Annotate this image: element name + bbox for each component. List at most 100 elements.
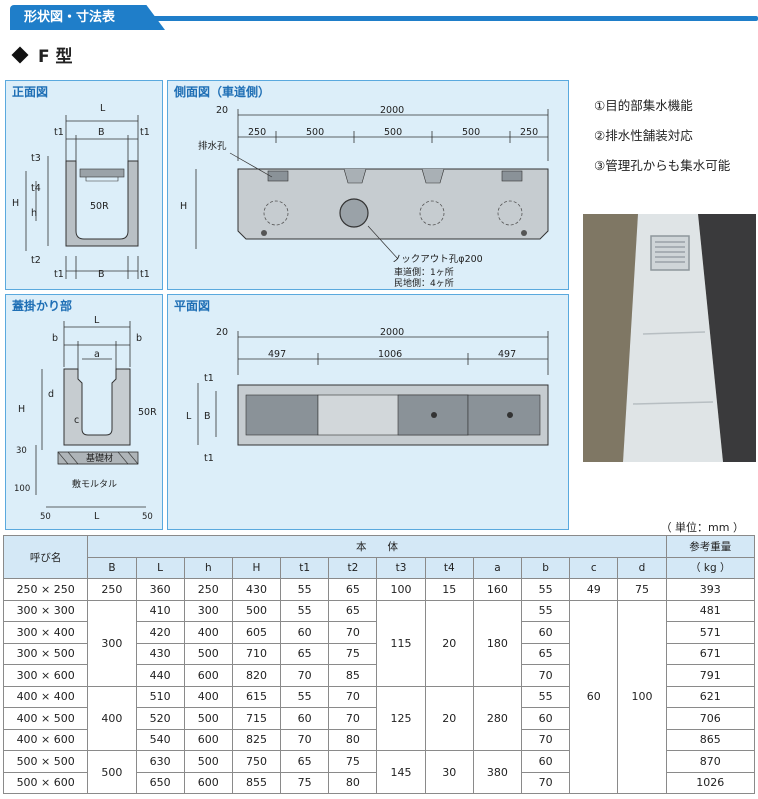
dim-h: h bbox=[31, 208, 37, 219]
plan-dim-t1-bottom: t1 bbox=[204, 453, 214, 464]
cover-dim-L-bottom: L bbox=[94, 511, 100, 522]
header-rule bbox=[10, 16, 758, 21]
front-view-drawing: L t1 B t1 t3 t4 H h 50R t2 t1 B t1 bbox=[12, 103, 150, 280]
cover-dim-50-right: 50 bbox=[142, 512, 153, 522]
section-header: 形状図・寸法表 bbox=[0, 5, 758, 30]
th-name: 呼び名 bbox=[2, 535, 89, 579]
cover-section bbox=[57, 368, 139, 465]
plan-view-panel: 20 2000 497 1006 497 t1 L B t1 平面図 bbox=[167, 294, 569, 530]
unit-note: （ 単位：mm ） bbox=[660, 521, 744, 534]
front-view-title: 正面図 bbox=[12, 85, 49, 99]
cover-view-panel: L b b a d H c 50R 30 基礎材 100 敷モルタル 50 L … bbox=[5, 294, 163, 530]
side-view-title: 側面図（車道側） bbox=[174, 85, 271, 99]
side-dim-H: H bbox=[180, 201, 187, 212]
side-body bbox=[229, 152, 549, 260]
spec-table: 呼び名 本 体 参考重量 B L h H t1 t2 t3 t4 a b c d… bbox=[2, 535, 756, 794]
type-title: F 型 bbox=[38, 47, 73, 67]
plan-dim-20: 20 bbox=[216, 327, 228, 338]
cover-dim-d: d bbox=[48, 389, 54, 400]
table-row: 400 × 400 400 510 400 615 55 70 125 20 2… bbox=[2, 685, 756, 751]
dim-B: B bbox=[98, 127, 105, 138]
cover-dim-H: H bbox=[18, 404, 25, 415]
table-row: 400 × 500 520 500 715 60 70 60 706 bbox=[2, 707, 756, 730]
plan-view-title: 平面図 bbox=[174, 299, 211, 313]
th-body: 本 体 bbox=[87, 535, 667, 558]
side-dim-250-right: 250 bbox=[520, 127, 538, 138]
plan-dim-t1-top: t1 bbox=[204, 373, 214, 384]
th-L: L bbox=[135, 556, 185, 579]
side-dim-500-b: 500 bbox=[384, 127, 402, 138]
cover-dim-a: a bbox=[94, 349, 100, 360]
feature-1: ①目的部集水機能 bbox=[594, 98, 693, 113]
plan-dim-B: B bbox=[204, 411, 211, 422]
knockout-private-side: 民地側：4ヶ所 bbox=[394, 277, 454, 289]
plan-view-drawing: 20 2000 497 1006 497 t1 L B t1 bbox=[186, 327, 549, 464]
dim-t4: t4 bbox=[31, 183, 41, 194]
cover-dim-100: 100 bbox=[14, 484, 30, 494]
base-material-label: 基礎材 bbox=[86, 452, 113, 464]
th-t1: t1 bbox=[280, 556, 330, 579]
type-heading: F 型 bbox=[11, 42, 73, 67]
dim-t3: t3 bbox=[31, 153, 41, 164]
table-row: 250 × 250 250 360 250 430 55 65 100 15 1… bbox=[2, 578, 756, 601]
cover-dim-b-left: b bbox=[52, 333, 58, 344]
table-row: 300 × 400 420 400 605 60 70 60 571 bbox=[2, 621, 756, 644]
side-view-panel: 20 2000 250 500 500 500 250 排水孔 H ノックアウト… bbox=[167, 80, 569, 290]
side-dim-500-a: 500 bbox=[306, 127, 324, 138]
dim-t1-left: t1 bbox=[54, 127, 64, 138]
th-t2: t2 bbox=[328, 556, 378, 579]
th-H: H bbox=[231, 556, 282, 579]
dim-H: H bbox=[12, 198, 19, 209]
dim-L: L bbox=[100, 103, 106, 114]
diamond-icon bbox=[11, 46, 29, 64]
cover-dim-c: c bbox=[74, 415, 79, 426]
dim-t2: t2 bbox=[31, 255, 41, 266]
feature-2: ②排水性舗装対応 bbox=[594, 128, 693, 143]
plan-dim-2000: 2000 bbox=[380, 327, 404, 338]
knockout-label: ノックアウト孔φ200 bbox=[392, 254, 483, 265]
table-row: 300 × 300 300 410 300 500 55 65 115 20 1… bbox=[2, 599, 756, 794]
th-a: a bbox=[472, 556, 523, 579]
installation-photo bbox=[583, 214, 756, 462]
th-b: b bbox=[521, 556, 571, 579]
mortar-label: 敷モルタル bbox=[72, 478, 117, 490]
th-kg: （ kg ） bbox=[665, 556, 756, 579]
side-dim-20: 20 bbox=[216, 105, 228, 116]
cover-dim-b-right: b bbox=[136, 333, 142, 344]
side-dim-2000: 2000 bbox=[380, 105, 404, 116]
dim-t1-right: t1 bbox=[140, 127, 150, 138]
dim-t1-bottom-right: t1 bbox=[140, 269, 150, 280]
th-d: d bbox=[617, 556, 667, 579]
front-view-panel: L t1 B t1 t3 t4 H h 50R t2 t1 B t1 正面図 bbox=[5, 80, 163, 290]
cover-view-drawing: L b b a d H c 50R 30 基礎材 100 敷モルタル 50 L … bbox=[14, 315, 157, 522]
th-weight: 参考重量 bbox=[665, 535, 756, 558]
table-row: 500 × 600 650 600 855 75 80 70 1026 bbox=[2, 771, 756, 794]
cover-view-title: 蓋掛かり部 bbox=[12, 299, 73, 313]
knockout-road-side: 車道側：1ヶ所 bbox=[394, 266, 454, 278]
th-c: c bbox=[569, 556, 619, 579]
plan-body bbox=[237, 384, 549, 446]
th-t3: t3 bbox=[376, 556, 426, 579]
plan-dim-L: L bbox=[186, 411, 192, 422]
plan-dim-497-left: 497 bbox=[268, 349, 286, 360]
side-dim-250-left: 250 bbox=[248, 127, 266, 138]
section-title: 形状図・寸法表 bbox=[10, 5, 165, 30]
th-B: B bbox=[87, 556, 137, 579]
channel-section bbox=[65, 160, 139, 247]
side-view-drawing: 20 2000 250 500 500 500 250 排水孔 H ノックアウト… bbox=[180, 105, 549, 289]
dim-B-bottom: B bbox=[98, 269, 105, 280]
cover-dim-50R: 50R bbox=[138, 407, 157, 418]
cover-dim-50-left: 50 bbox=[40, 512, 51, 522]
side-dim-500-c: 500 bbox=[462, 127, 480, 138]
dim-t1-bottom-left: t1 bbox=[54, 269, 64, 280]
cover-dim-L: L bbox=[94, 315, 100, 326]
dim-50R: 50R bbox=[90, 201, 109, 212]
feature-3: ③管理孔からも集水可能 bbox=[594, 158, 731, 173]
cover-dim-30: 30 bbox=[16, 446, 27, 456]
th-t4: t4 bbox=[424, 556, 474, 579]
table-row: 400 × 600 540 600 825 70 80 70 865 bbox=[2, 728, 756, 751]
plan-dim-497-right: 497 bbox=[498, 349, 516, 360]
plan-dim-1006: 1006 bbox=[378, 349, 402, 360]
drain-hole-label: 排水孔 bbox=[198, 140, 227, 152]
th-h: h bbox=[183, 556, 233, 579]
